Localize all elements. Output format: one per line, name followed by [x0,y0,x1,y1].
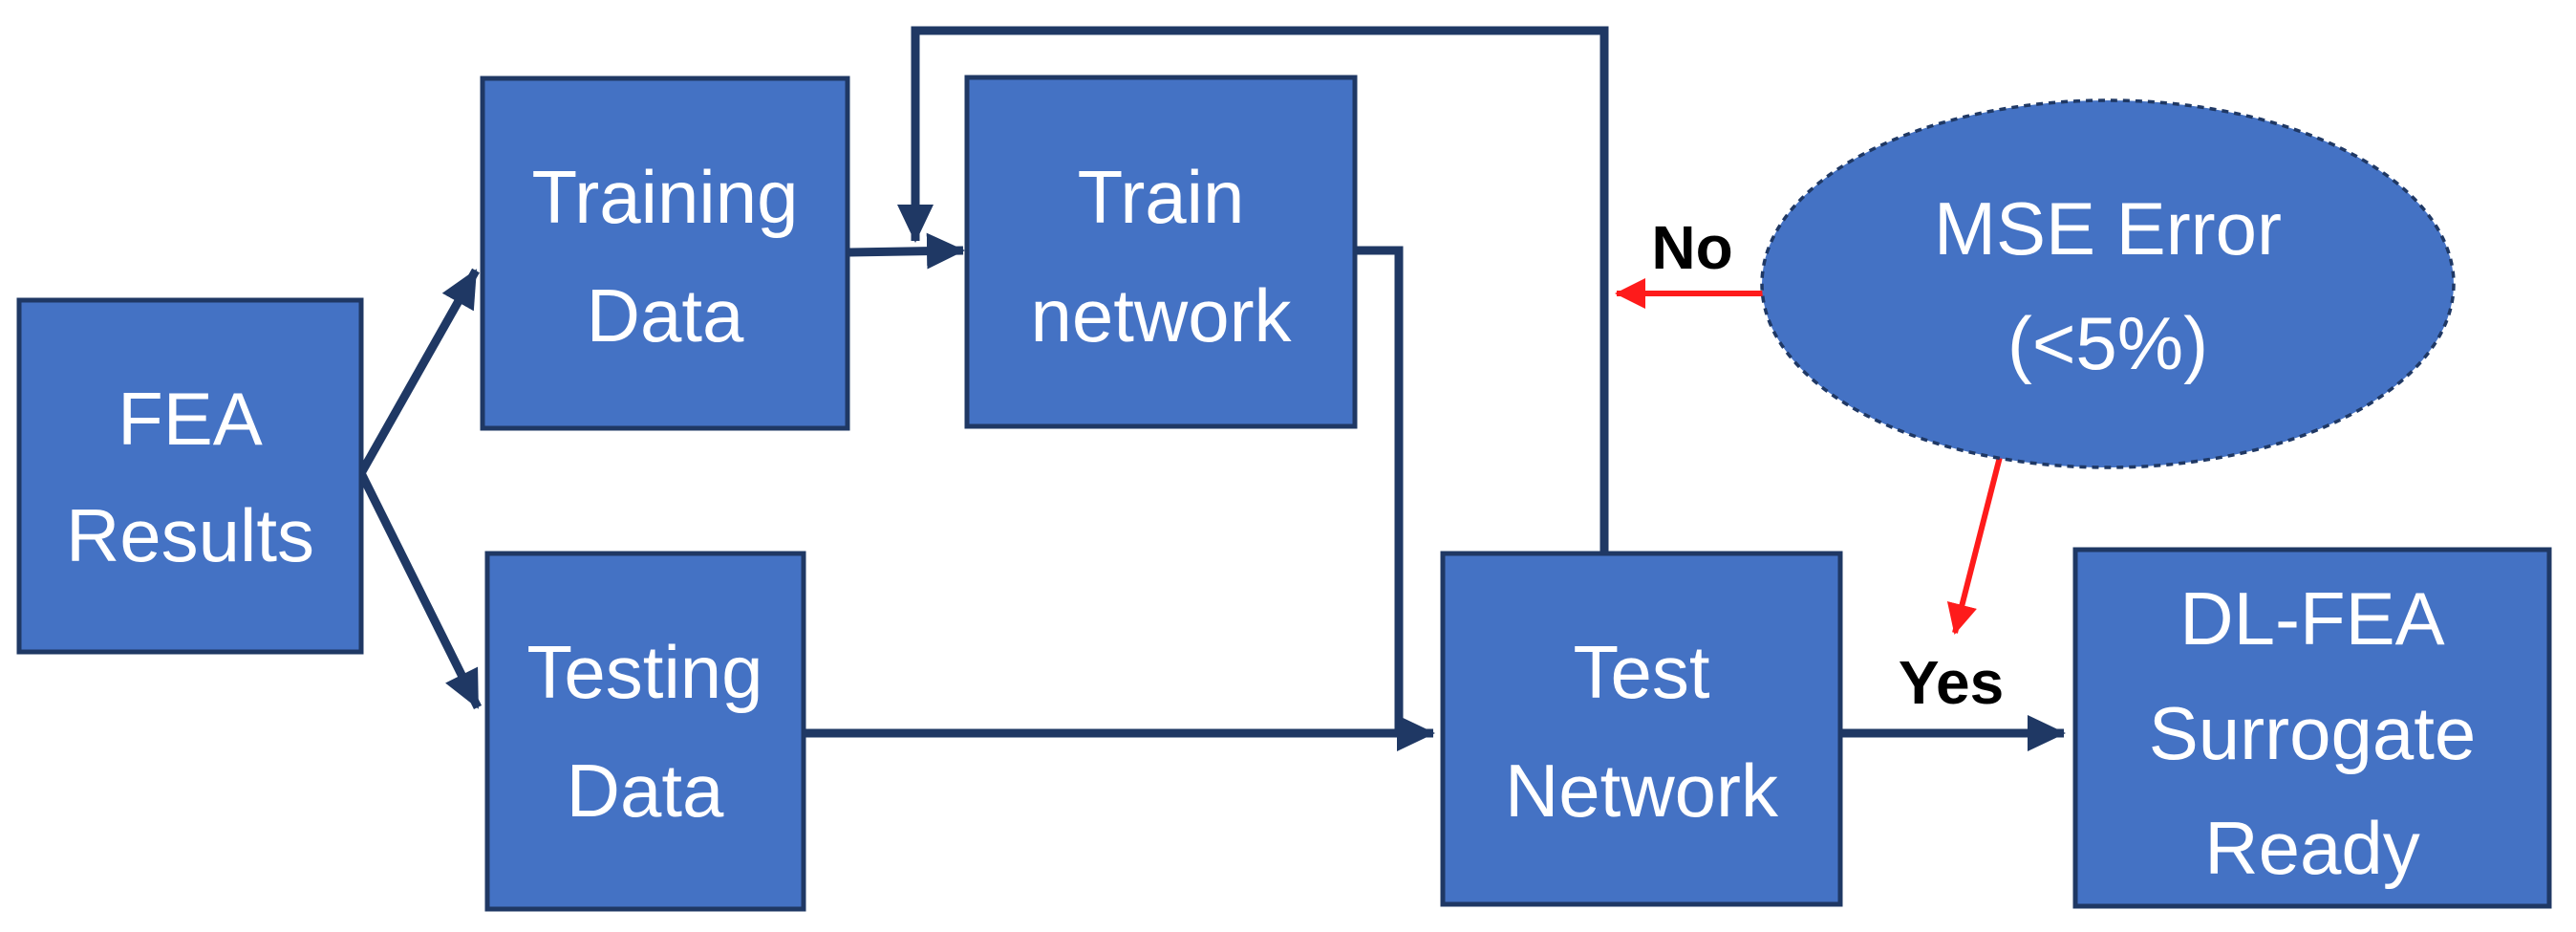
test-network-label-line1: Test [1573,630,1709,714]
training-data-label-line1: Training [532,155,799,239]
train-network-label-line2: network [1030,273,1292,358]
train-network-label-line1: Train [1078,155,1245,239]
arrow-fea-to-training-data [357,268,480,476]
fea-results-label-line1: FEA [118,377,263,461]
mse-error-label-line1: MSE Error [1934,186,2282,271]
no-branch-label: No [1651,213,1732,282]
dlfea-label-line2: Surrogate [2149,691,2477,775]
node-dlfea-surrogate-ready: DL-FEA Surrogate Ready [2072,547,2552,909]
node-test-network: Test Network [1440,551,1843,907]
node-testing-data: Testing Data [484,551,806,912]
arrow-training-data-to-train-network [847,232,965,270]
fea-results-label-line2: Results [66,493,314,577]
dlfea-label-line1: DL-FEA [2179,576,2444,661]
node-train-network: Train network [964,75,1358,429]
connector-feedback-test-to-train [897,26,1609,553]
arrow-fea-to-testing-data [356,470,483,710]
testing-data-label-line2: Data [567,748,724,833]
mse-error-label-line2: (<5%) [2007,301,2208,385]
node-training-data: Training Data [480,76,850,431]
dlfea-label-line3: Ready [2204,806,2419,890]
testing-data-label-line1: Testing [526,630,762,714]
arrow-yes-mse-to-dlfea [1946,456,2003,635]
yes-branch-label: Yes [1899,648,2004,717]
node-mse-error-decision: MSE Error (<5%) [1760,98,2456,469]
test-network-label-line2: Network [1505,748,1779,833]
connector-train-network-to-test-line [1355,246,1404,729]
training-data-label-line2: Data [587,273,744,358]
node-fea-results: FEA Results [16,297,364,655]
